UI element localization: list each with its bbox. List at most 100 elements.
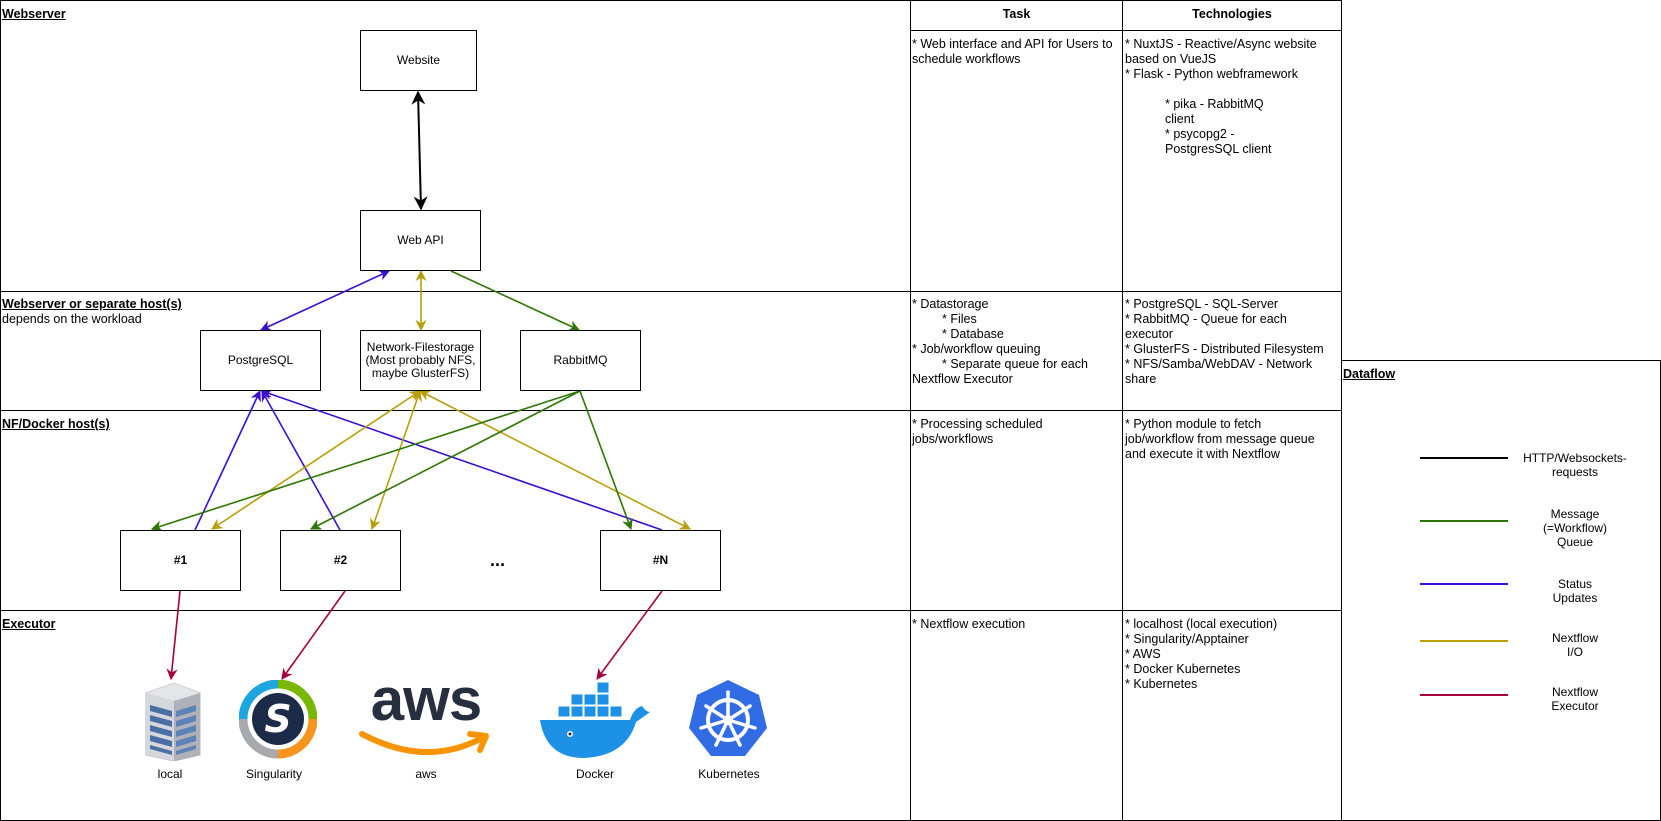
section-subtitle-storage: depends on the workload (2, 312, 142, 326)
arrow-exec2-singularity (281, 590, 346, 680)
task-storage-line: Nextflow Executor (912, 372, 1013, 386)
docker-whale-icon (540, 681, 650, 758)
tech-executor-line: * Docker Kubernetes (1125, 662, 1241, 676)
tech-webserver-line: based on VueJS (1125, 52, 1217, 66)
task-storage-line: * Files (942, 312, 977, 326)
legend-label-http: HTTP/Websockets-requests (1523, 451, 1627, 479)
tech-executor-text: * localhost (local execution)* Singulari… (1125, 617, 1277, 692)
executor-label-aws: aws (415, 767, 437, 781)
task-webserver-line: * Web interface and API for Users to (912, 37, 1113, 51)
legend-cell (1341, 360, 1661, 821)
tech-webserver-line: PostgresSQL client (1165, 142, 1272, 156)
arrow-rabbitmq-execN (579, 390, 633, 531)
technologies-header: Technologies (1192, 7, 1272, 21)
arrow-netfs-exec1 (211, 390, 421, 530)
server-rack-icon (145, 682, 201, 761)
node-postgresql: PostgreSQL (200, 330, 321, 391)
tech-storage-line: * RabbitMQ - Queue for each (1125, 312, 1287, 326)
tech-executor-line: * Singularity/Apptainer (1125, 632, 1249, 646)
netfs-line-1: Network-Filestorage (366, 340, 475, 354)
task-storage-line: * Job/workflow queuing (912, 342, 1041, 356)
node-executor-2: #2 (280, 530, 401, 591)
tech-webserver-line: * pika - RabbitMQ (1165, 97, 1264, 111)
task-storage-line: * Datastorage (912, 297, 989, 311)
node-executor-n: #N (600, 530, 721, 591)
legend-label-queue: Message(=Workflow)Queue (1542, 507, 1608, 549)
task-header-cell (910, 0, 1123, 31)
netfs-line-2: (Most probably NFS, (365, 353, 476, 367)
singularity-logo-icon: S (239, 680, 317, 759)
section-title-webserver: Webserver (2, 7, 66, 21)
node-executor-1: #1 (120, 530, 241, 591)
node-network-filestorage: Network-Filestorage (Most probably NFS, … (360, 330, 481, 391)
arrow-netfs-execN (419, 390, 691, 530)
node-webapi: Web API (360, 210, 481, 271)
task-storage-line: * Separate queue for each (942, 357, 1088, 371)
arrow-rabbitmq-exec2 (310, 390, 581, 530)
task-nfhost-line: * Processing scheduled (912, 417, 1043, 431)
section-title-nfhost: NF/Docker host(s) (2, 417, 110, 431)
task-executor-text: * Nextflow execution (912, 617, 1025, 632)
node-website: Website (360, 30, 477, 91)
task-storage-text: * Datastorage* Files* Database* Job/work… (912, 297, 1088, 387)
arrow-execN-docker (596, 590, 663, 680)
section-title-executor: Executor (2, 617, 56, 631)
arrow-webapi-postgres (259, 270, 391, 331)
tech-webserver-line: * psycopg2 - (1165, 127, 1235, 141)
task-executor-line: * Nextflow execution (912, 617, 1026, 631)
tech-storage-text: * PostgreSQL - SQL-Server* RabbitMQ - Qu… (1125, 297, 1324, 387)
task-header: Task (1002, 7, 1031, 21)
tech-webserver-line: * Flask - Python webframework (1125, 67, 1298, 81)
task-nfhost-line: jobs/workflows (912, 432, 994, 446)
task-webserver-cell (910, 0, 1123, 292)
executor-label-docker: Docker (575, 767, 614, 781)
executor-label-local: local (157, 767, 183, 781)
aws-logo-icon: aws (359, 672, 489, 755)
svg-text:S: S (264, 697, 291, 741)
task-webserver-line: schedule workflows (912, 52, 1021, 66)
arrow-webapi-rabbitmq (450, 270, 581, 331)
task-nfhost-cell (910, 410, 1123, 611)
task-executor-cell (910, 610, 1123, 821)
svg-text:aws: aws (371, 672, 481, 733)
ellipsis: ... (490, 550, 506, 570)
tech-executor-line: * AWS (1125, 647, 1161, 661)
tech-storage-line: * NFS/Samba/WebDAV - Network (1125, 357, 1313, 371)
tech-storage-line: * PostgreSQL - SQL-Server (1125, 297, 1279, 311)
arrow-website-webapi (411, 90, 428, 211)
section-title-storage: Webserver or separate host(s) (2, 297, 182, 311)
task-storage-cell (910, 291, 1123, 411)
tech-storage-line: share (1125, 372, 1157, 386)
tech-webserver-line: client (1165, 112, 1195, 126)
legend-title: Dataflow (1343, 367, 1396, 381)
node-rabbitmq: RabbitMQ (520, 330, 641, 391)
kubernetes-logo-icon (689, 680, 767, 756)
executor-label-kubernetes: Kubernetes (698, 767, 760, 781)
task-storage-line: * Database (942, 327, 1004, 341)
executor-label-singularity: Singularity (245, 767, 303, 781)
tech-header-cell (1122, 0, 1342, 31)
arrow-exec1-local (166, 590, 181, 681)
netfs-line-3: maybe GlusterFS) (371, 366, 470, 380)
tech-webserver-line: * NuxtJS - Reactive/Async website (1125, 37, 1317, 51)
tech-storage-line: executor (1125, 327, 1173, 341)
tech-storage-line: * GlusterFS - Distributed Filesystem (1125, 342, 1324, 356)
arrow-rabbitmq-exec1 (150, 390, 581, 532)
arrow-exec2-postgres (261, 390, 341, 531)
tech-nfhost-line: * Python module to fetch (1125, 417, 1262, 431)
tech-storage-cell (1122, 291, 1342, 411)
tech-nfhost-line: and execute it with Nextflow (1125, 447, 1280, 461)
arrow-exec1-postgres (194, 389, 261, 531)
tech-executor-line: * localhost (local execution) (1125, 617, 1278, 631)
tech-nfhost-line: job/workflow from message queue (1125, 432, 1315, 446)
arrow-netfs-exec2 (370, 389, 422, 531)
